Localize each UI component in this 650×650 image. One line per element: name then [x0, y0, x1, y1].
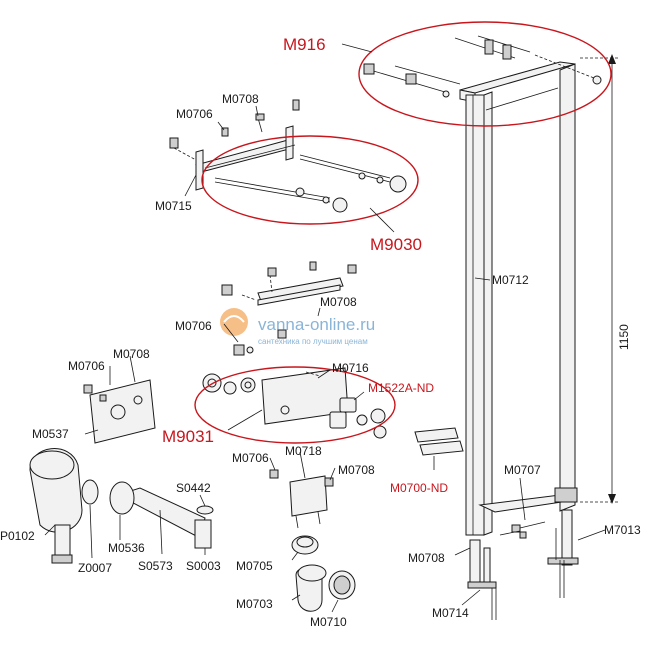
- label-m0716: M0716: [332, 361, 369, 375]
- m9031-kit: [202, 367, 387, 439]
- label-m0708-mid: M0708: [320, 295, 357, 309]
- label-m0705: M0705: [236, 559, 273, 573]
- label-p0102: P0102: [0, 529, 35, 543]
- installation-frame: [459, 61, 579, 620]
- label-m0714: M0714: [432, 606, 469, 620]
- right-screws: [499, 521, 546, 539]
- watermark-tagline: сантехника по лучшим ценам: [258, 337, 368, 346]
- label-m0706-top: M0706: [176, 107, 213, 121]
- m0710-cap: [328, 570, 356, 600]
- label-m0718: M0718: [285, 444, 322, 458]
- m916-callout-ring: [358, 21, 612, 127]
- height-dimension-label: 1150: [617, 324, 631, 350]
- m916-bolt-kit: [363, 35, 602, 98]
- label-s0442: S0442: [176, 481, 211, 495]
- label-s0003: S0003: [186, 559, 221, 573]
- label-m0700-nd: M0700-ND: [390, 481, 448, 495]
- label-m0708-low: M0708: [338, 463, 375, 477]
- label-m916: M916: [283, 35, 326, 54]
- leader-lines: [44, 43, 606, 613]
- label-m9030: M9030: [370, 235, 422, 254]
- m0705-coupling: [291, 535, 319, 555]
- label-m0715: M0715: [155, 199, 192, 213]
- m9030-callout-ring: [201, 135, 419, 225]
- m9031-callout-ring: [194, 366, 396, 444]
- left-foot: [467, 539, 497, 620]
- label-m0703: M0703: [236, 597, 273, 611]
- label-m0537: M0537: [32, 427, 69, 441]
- label-m0536: M0536: [108, 541, 145, 555]
- label-m0708-top: M0708: [222, 92, 259, 106]
- m0700-tubes: [414, 427, 464, 456]
- callout-labels: M916 M9030 M9031 M0708 M0706 M0715 M0712…: [0, 35, 641, 629]
- m0703-elbow: [295, 564, 327, 612]
- middle-bracket: [221, 261, 357, 356]
- outlet-pipe: [109, 481, 214, 549]
- label-m7013: M7013: [604, 523, 641, 537]
- label-m0708-left: M0708: [113, 347, 150, 361]
- label-z0007: Z0007: [78, 561, 112, 575]
- left-mounting-plate: [83, 379, 156, 444]
- label-m0708-right: M0708: [408, 551, 445, 565]
- m9030-bracket: [169, 99, 407, 213]
- label-m0710: M0710: [310, 615, 347, 629]
- label-m9031: M9031: [162, 427, 214, 446]
- watermark-site: vanna-online.ru: [258, 315, 375, 334]
- label-m0706-low: M0706: [232, 451, 269, 465]
- label-m0706-left: M0706: [68, 359, 105, 373]
- right-foot: [547, 509, 579, 598]
- label-m0707: M0707: [504, 463, 541, 477]
- label-m1522a-nd: M1522A-ND: [368, 381, 434, 395]
- label-m0712: M0712: [492, 273, 529, 287]
- label-m0706-mid: M0706: [175, 319, 212, 333]
- watermark: vanna-online.ru сантехника по лучшим цен…: [220, 308, 375, 346]
- siphon-body: [29, 448, 99, 564]
- label-s0573: S0573: [138, 559, 173, 573]
- lower-bracket: [269, 469, 334, 529]
- height-dimension: 1150: [580, 54, 631, 504]
